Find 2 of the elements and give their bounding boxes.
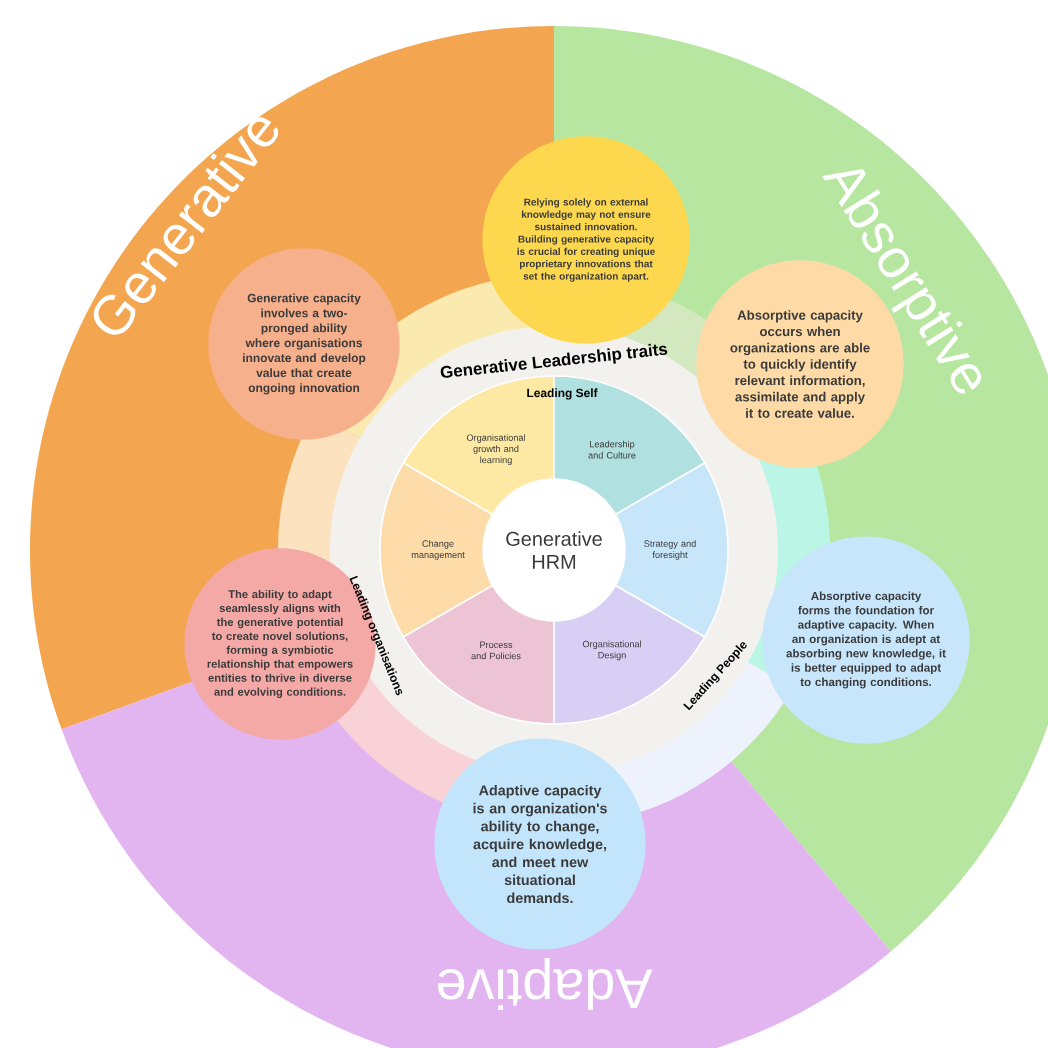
- ring-label: Generative Leadership traits: [440, 343, 668, 378]
- sector-label: Adaptive: [437, 958, 653, 1010]
